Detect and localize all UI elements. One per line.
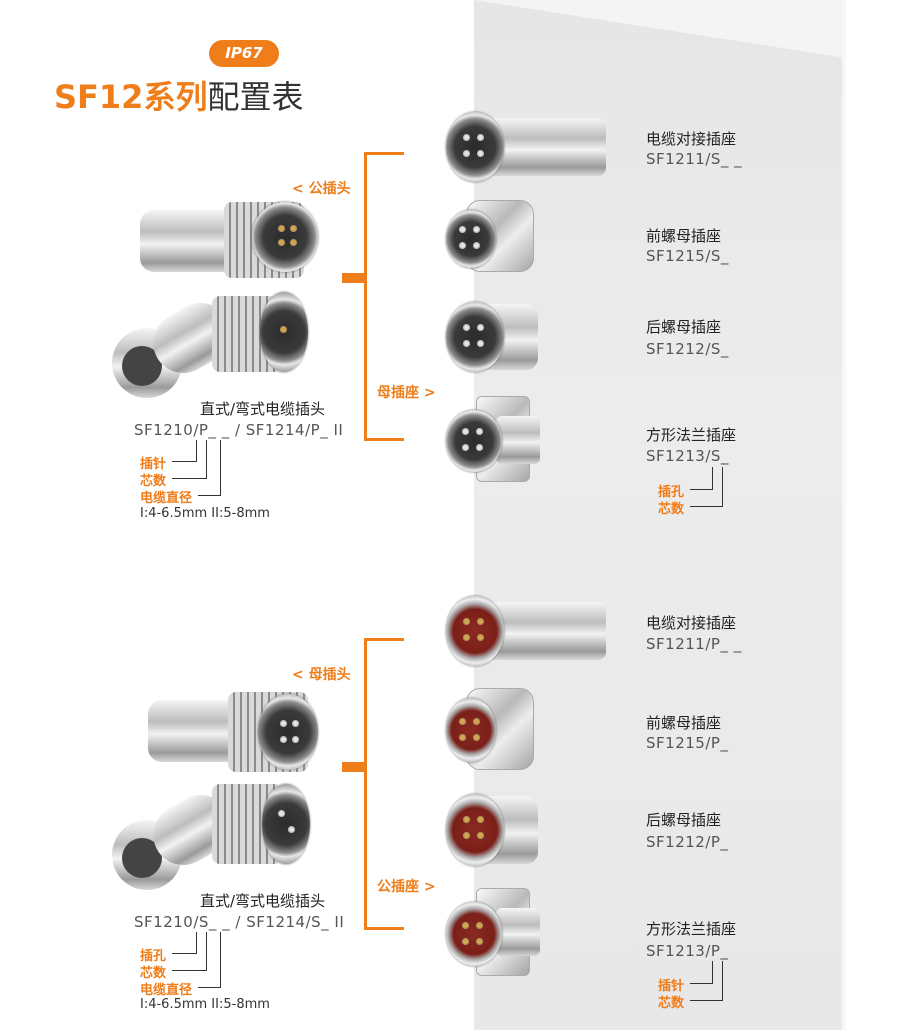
legend-line [206,440,207,478]
product-code: SF1215/S_ [646,247,729,265]
bracket-vertical [364,152,367,441]
product-name: 方形法兰插座 [646,426,737,444]
legend-line [690,489,713,490]
legend-line [712,467,713,489]
plug-legend-cable: 电缆直径 [140,983,193,998]
legend-line [198,987,221,988]
plug-legend-cores: 芯数 [140,966,167,981]
panel-slant-edge [474,0,846,58]
bracket-nub [342,273,364,283]
legend-line [196,440,197,461]
legend-line [722,961,723,1000]
legend-line [172,461,197,462]
plug-cable-spec: I:4-6.5mm II:5-8mm [140,997,270,1012]
product-code: SF1215/P_ [646,734,729,752]
socket-legend-cores: 芯数 [658,502,685,517]
plug-name: 直式/弯式电缆插头 [200,892,326,910]
product-name: 方形法兰插座 [646,920,737,938]
panel-right-border [842,0,846,1030]
bracket-top [364,152,404,155]
legend-line [172,970,207,971]
legend-line [712,961,713,983]
legend-line [220,440,221,495]
plug-legend-pin: 插针 [140,457,167,472]
product-code: SF1213/S_ [646,447,729,465]
straight-plug-image [148,690,318,774]
page-title: SF12系列配置表 [54,72,303,118]
legend-line [722,467,723,506]
ip67-badge: IP67 [209,40,279,67]
plug-code: SF1210/P_ _ / SF1214/P_ II [134,421,344,439]
product-code: SF1212/S_ [646,340,729,358]
plug-legend-cable: 电缆直径 [140,491,193,506]
cable-coupling-socket-image [446,112,616,182]
square-flange-socket-image [446,888,542,976]
socket-legend-pin: 插针 [658,979,685,994]
square-flange-socket-image [446,396,542,482]
plug-name: 直式/弯式电缆插头 [200,400,326,418]
plug-legend-hole: 插孔 [140,949,167,964]
legend-line [172,478,207,479]
legend-line [220,932,221,987]
rear-nut-socket-image [446,790,542,870]
product-name: 后螺母插座 [646,811,722,829]
legend-line [690,1000,723,1001]
socket-legend-cores: 芯数 [658,996,685,1011]
plug-legend-cores: 芯数 [140,474,167,489]
product-code: SF1211/P_ _ [646,635,742,653]
product-code: SF1212/P_ [646,833,729,851]
socket-legend-hole: 插孔 [658,485,685,500]
product-name: 电缆对接插座 [646,130,737,148]
bracket-vertical [364,638,367,930]
front-nut-socket-image [446,688,536,770]
bracket-bottom [364,927,404,930]
product-name: 前螺母插座 [646,227,722,245]
title-series: SF12系列 [54,78,208,116]
legend-line [172,953,197,954]
legend-line [198,495,221,496]
angled-plug-image [112,780,312,890]
straight-plug-image [140,200,320,280]
product-name: 后螺母插座 [646,318,722,336]
rear-nut-socket-image [446,298,542,376]
product-name: 前螺母插座 [646,714,722,732]
product-code: SF1211/S_ _ [646,150,743,168]
angled-plug-image [112,288,312,398]
bracket-top [364,638,404,641]
left-label-male-plug: < 公插头 [292,181,351,197]
plug-cable-spec: I:4-6.5mm II:5-8mm [140,506,270,521]
bracket-nub [342,762,364,772]
legend-line [206,932,207,970]
product-name: 电缆对接插座 [646,614,737,632]
product-code: SF1213/P_ [646,942,729,960]
left-label-female-plug: < 母插头 [292,667,351,683]
right-label-male-socket: 公插座 > [377,879,436,895]
front-nut-socket-image [446,200,536,272]
bracket-bottom [364,438,404,441]
legend-line [196,932,197,953]
plug-code: SF1210/S_ _ / SF1214/S_ II [134,913,345,931]
legend-line [690,506,723,507]
right-label-female-socket: 母插座 > [377,385,436,401]
legend-line [690,983,713,984]
cable-coupling-socket-image [446,596,616,666]
title-config: 配置表 [207,78,304,116]
